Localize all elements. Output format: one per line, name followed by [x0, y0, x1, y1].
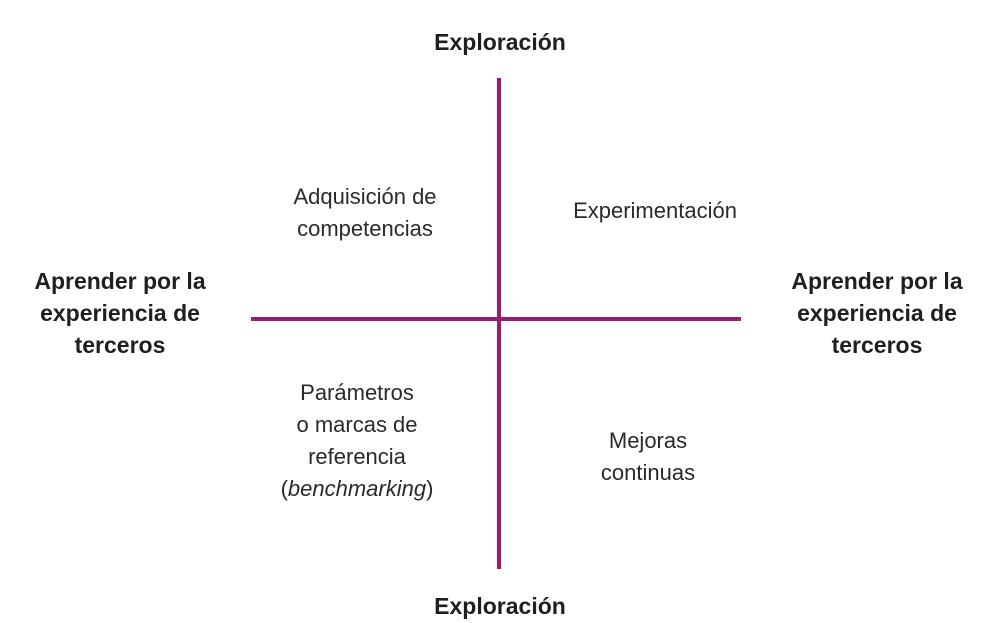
- quadrant-text-line: referencia: [308, 444, 406, 469]
- benchmarking-italic: benchmarking: [287, 476, 427, 501]
- quadrant-text-line: competencias: [297, 216, 433, 241]
- axis-label-right: Aprender por la experiencia de terceros: [757, 265, 997, 361]
- quadrant-text-line: continuas: [600, 460, 696, 485]
- quadrant-bottom-right-label: Mejoras continuas: [498, 425, 798, 489]
- axis-label-top: Exploración: [434, 29, 566, 55]
- quadrant-top-left-label: Adquisición de competencias: [215, 181, 515, 245]
- quadrant-bottom-left-label: Parámetros o marcas de referencia (bench…: [207, 377, 507, 505]
- axis-label-right-line: experiencia de: [797, 300, 957, 326]
- horizontal-axis-line: [251, 317, 741, 321]
- quadrant-text-line: Parámetros: [300, 380, 414, 405]
- vertical-axis-line: [497, 78, 501, 569]
- quadrant-text-line-italic: (benchmarking): [207, 473, 507, 505]
- paren-close: ): [426, 476, 434, 501]
- quadrant-top-right-label: Experimentación: [505, 195, 805, 227]
- quadrant-text-line: o marcas de: [296, 412, 418, 437]
- axis-label-left: Aprender por la experiencia de terceros: [0, 265, 240, 361]
- quadrant-text-line: Experimentación: [573, 198, 737, 223]
- quadrant-text-line: Mejoras: [608, 428, 688, 453]
- axis-label-left-line: terceros: [74, 332, 166, 358]
- paren-open: (: [280, 476, 288, 501]
- axis-label-bottom: Exploración: [434, 593, 566, 619]
- axis-label-left-line: Aprender por la: [34, 268, 206, 294]
- axis-label-left-line: experiencia de: [40, 300, 200, 326]
- axis-label-right-line: Aprender por la: [791, 268, 963, 294]
- quadrant-text-line: Adquisición de: [293, 184, 437, 209]
- axis-label-right-line: terceros: [831, 332, 923, 358]
